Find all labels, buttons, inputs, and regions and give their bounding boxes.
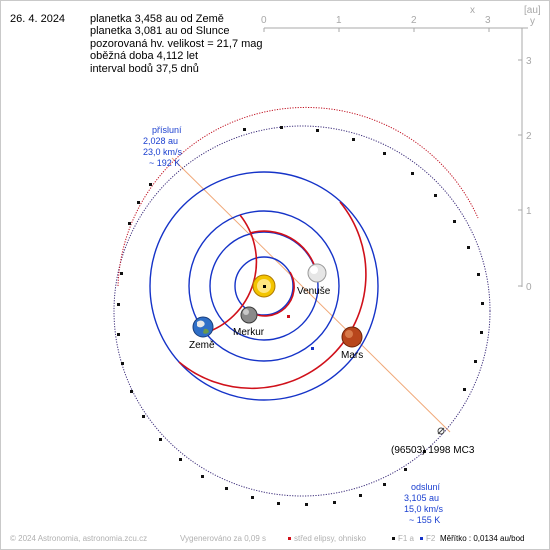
mercury-orbit <box>234 256 294 316</box>
orbital-period: oběžná doba 4,112 let <box>90 50 199 63</box>
mars-label: Mars <box>341 350 363 361</box>
aphelion-speed: 15,0 km/s <box>404 504 444 514</box>
focus-f2-marker <box>311 347 314 350</box>
venus-label: Venuše <box>297 286 331 297</box>
perihelion-speed: 23,0 km/s <box>143 147 183 157</box>
earth-label: Země <box>189 340 215 351</box>
date-label: 26. 4. 2024 <box>10 13 66 25</box>
mars-orbit <box>149 171 379 401</box>
y-tick-3: 3 <box>526 56 532 67</box>
perihelion-temperature: ~ 192 K <box>149 158 180 168</box>
mars-orbit-arc <box>178 201 367 390</box>
copyright-text: © 2024 Astronomia, astronomia.zcu.cz <box>10 534 148 543</box>
mars-icon <box>341 326 363 348</box>
venus-icon <box>307 263 327 283</box>
y-tick-1: 1 <box>526 206 532 217</box>
x-axis <box>263 27 528 32</box>
foci-legend-text: F1 a <box>398 534 415 543</box>
y-axis-label: y <box>530 16 535 27</box>
distance-sun: planetka 3,081 au od Slunce <box>90 25 230 38</box>
asteroid-icon <box>437 427 445 435</box>
asteroid-orbit <box>113 125 491 497</box>
earth-icon <box>192 316 214 338</box>
aphelion-temperature: ~ 155 K <box>409 515 440 525</box>
orbit-markers <box>117 126 484 506</box>
x-tick-3: 3 <box>485 15 491 26</box>
generated-text: Vygenerováno za 0,09 s <box>180 534 266 543</box>
unit-label: [au] <box>524 5 541 16</box>
asteroid-label: (96503) 1998 MC3 <box>391 445 475 456</box>
center-legend: střed elipsy, ohnisko <box>288 534 366 543</box>
y-tick-0: 0 <box>526 282 532 293</box>
foci-legend: F1 a <box>392 534 414 543</box>
mercury-label: Merkur <box>233 327 265 338</box>
x-tick-2: 2 <box>411 15 417 26</box>
y-tick-2: 2 <box>526 131 532 142</box>
asteroid-orbit-arc <box>117 106 479 287</box>
f2-legend: F2 <box>420 534 435 543</box>
point-interval: interval bodů 37,5 dnů <box>90 62 199 75</box>
distance-earth: planetka 3,458 au od Země <box>90 13 224 25</box>
center-legend-text: střed elipsy, ohnisko <box>294 534 366 543</box>
mercury-icon <box>240 306 258 324</box>
aphelion-title: odsluní <box>411 482 441 492</box>
venus-orbit <box>209 231 319 341</box>
apsis-line <box>171 157 451 433</box>
perihelion-distance: 2,028 au <box>143 136 178 146</box>
perihelion-title: přísluní <box>152 125 182 135</box>
x-axis-label: x <box>470 5 475 16</box>
ellipse-center-marker <box>287 315 290 318</box>
scale-text: Měřítko : 0,0134 au/bod <box>440 534 525 543</box>
f2-legend-text: F2 <box>426 534 436 543</box>
info-panel: planetka 3,458 au od Země planetka 3,081… <box>90 13 263 75</box>
aphelion-distance: 3,105 au <box>404 493 439 503</box>
y-axis <box>518 28 523 287</box>
sun-icon <box>252 274 276 298</box>
venus-orbit-arc <box>249 230 317 271</box>
x-tick-1: 1 <box>336 15 342 26</box>
mercury-orbit-arc <box>248 271 295 317</box>
earth-orbit <box>188 210 340 362</box>
magnitude: pozorovaná hv. velikost = 21,7 mag <box>90 37 263 50</box>
x-tick-0: 0 <box>261 15 267 26</box>
